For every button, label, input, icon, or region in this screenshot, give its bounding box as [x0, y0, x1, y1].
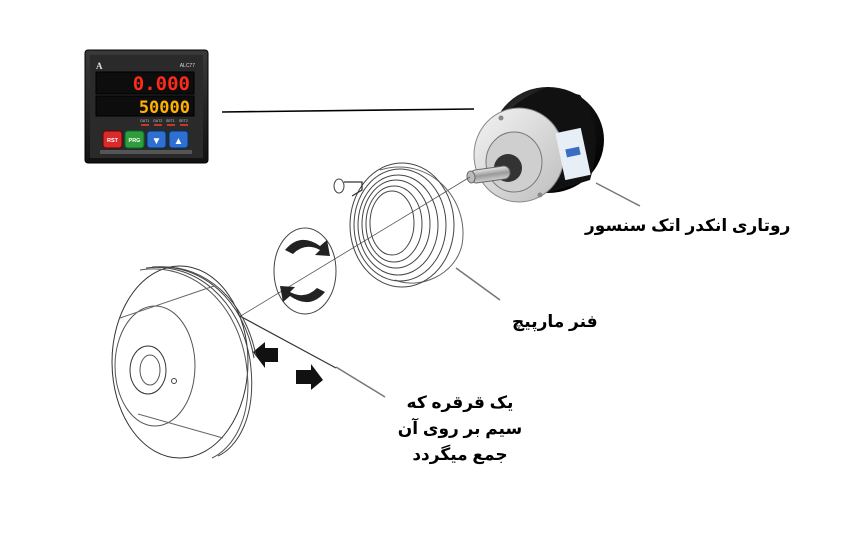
spring-label: فنر مارپیچ — [512, 312, 598, 331]
spiral-spring — [333, 162, 464, 288]
spool-label: یک قرقره که سیم بر روی آن جمع میگردد — [395, 390, 525, 468]
wire-direction-arrows — [253, 342, 323, 390]
panel-bottom-readout: 50000 — [139, 98, 190, 118]
arrow-left-icon — [253, 342, 278, 368]
prg-button[interactable] — [124, 130, 145, 149]
panel-brand: ALC77 — [180, 63, 196, 69]
spool-label-line-3: جمع میگردد — [412, 445, 508, 464]
up-button[interactable] — [168, 130, 189, 149]
indicator-out1: OUT1 — [140, 119, 149, 123]
panel-indicators: OUT1 OUT2 SET1 SET2 — [140, 119, 188, 126]
arrow-right-icon — [296, 364, 323, 390]
indicator-out2: OUT2 — [153, 119, 162, 123]
encoder-label: روتاری انکدر اتک سنسور — [585, 216, 791, 235]
panel-logo: A — [96, 61, 103, 71]
indicator-set1: SET1 — [166, 119, 175, 123]
rotation-indicator — [273, 227, 337, 315]
rst-button[interactable] — [102, 130, 123, 149]
up-arrow-icon: ▲ — [174, 136, 184, 147]
panel-top-readout: 0.000 — [133, 73, 190, 95]
rotary-encoder — [466, 87, 604, 203]
rst-button-label: RST — [107, 138, 119, 144]
digital-counter-panel: A ALC77 0.000 50000 OUT1 OUT2 SET1 SET2 … — [84, 49, 209, 164]
prg-button-label: PRG — [129, 138, 141, 144]
indicator-set2: SET2 — [179, 119, 188, 123]
spool-label-line-2: سیم بر روی آن — [397, 419, 523, 438]
encoder-leader-line — [595, 182, 641, 207]
spool-label-line-1: یک قرقره که — [406, 393, 514, 412]
panel-buttons: RST PRG ▼ ▲ — [102, 130, 189, 149]
spring-leader-line — [455, 267, 501, 301]
display-connector-line — [221, 108, 475, 113]
down-button[interactable] — [146, 130, 167, 149]
spool-leader-line — [335, 366, 386, 398]
spool-pulley — [111, 265, 257, 459]
down-arrow-icon: ▼ — [152, 136, 162, 147]
